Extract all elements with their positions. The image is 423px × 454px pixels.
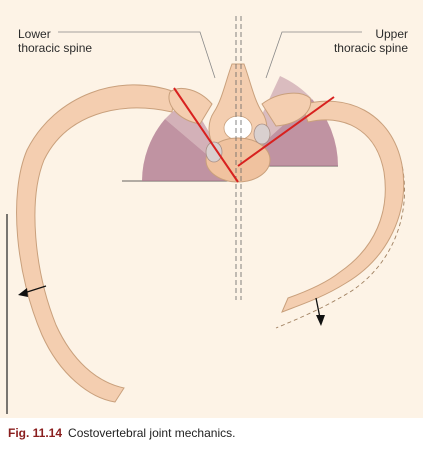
arrow-down-shaft [315, 297, 321, 319]
axis-line-right [237, 96, 335, 167]
label-upper-thoracic-spine: Upper thoracic spine [334, 27, 408, 55]
caption-text: Costovertebral joint mechanics. [68, 426, 236, 440]
costovertebral-diagram [6, 16, 405, 414]
spinal-canal [223, 115, 253, 141]
figure-number: Fig. 11.14 [8, 426, 63, 440]
arrow-left-head [18, 288, 28, 297]
arrow-down-head [316, 315, 325, 326]
rib-right [281, 100, 405, 313]
label-left-text: Lower thoracic spine [18, 27, 93, 55]
figure-panel: Lower thoracic spine Upper thoracic spin… [0, 0, 423, 418]
transverse-process-right [261, 92, 312, 127]
facet-left [205, 141, 223, 163]
label-lower-thoracic-spine: Lower thoracic spine [18, 27, 92, 55]
arrow-left-shaft [23, 285, 47, 294]
label-right-text: Upper thoracic spine [333, 27, 408, 55]
facet-right [253, 123, 271, 145]
figure-caption: Fig. 11.14 Costovertebral joint mechanics… [8, 426, 235, 440]
leader-line-left [58, 31, 216, 79]
leader-line-right [265, 31, 362, 79]
rib-left [16, 84, 176, 403]
axis-line-left [173, 87, 239, 183]
